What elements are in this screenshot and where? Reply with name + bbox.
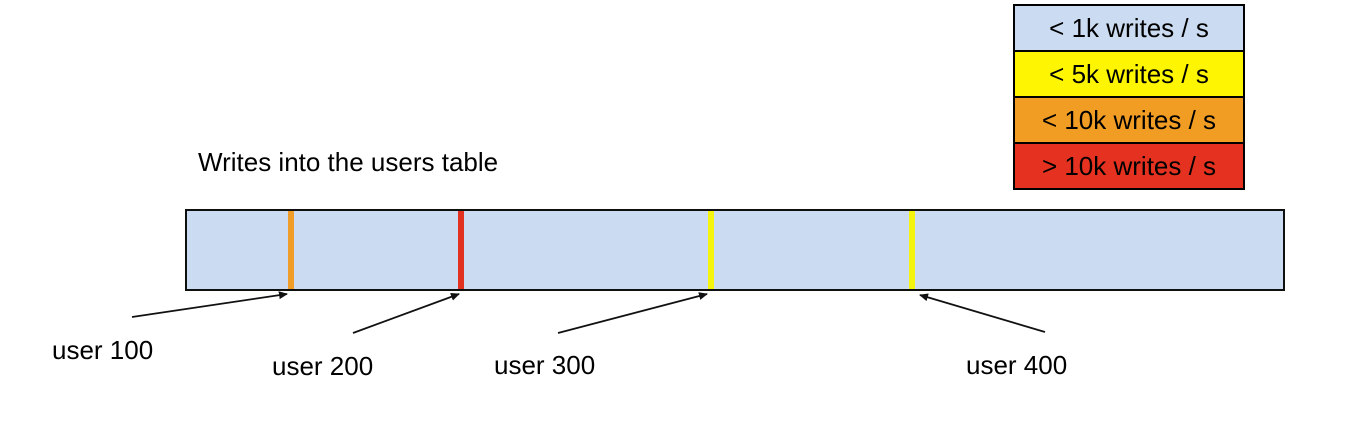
user-300-label: user 300	[494, 350, 596, 380]
legend-item-under-5k: < 5k writes / s	[1013, 50, 1245, 98]
legend-item-label: > 10k writes / s	[1041, 150, 1217, 181]
user-100-label: user 100	[52, 335, 154, 365]
legend: < 1k writes / s < 5k writes / s < 10k wr…	[1013, 4, 1245, 190]
arrow-user-400	[919, 293, 1046, 333]
legend-item-under-1k: < 1k writes / s	[1013, 4, 1245, 52]
hotspot-tick-user-300	[708, 211, 714, 289]
user-400-label: user 400	[966, 350, 1068, 380]
legend-item-over-10k: > 10k writes / s	[1013, 142, 1245, 190]
legend-item-under-10k: < 10k writes / s	[1013, 96, 1245, 144]
legend-item-label: < 5k writes / s	[1049, 58, 1209, 89]
arrow-user-100	[131, 291, 288, 318]
arrow-user-300	[557, 292, 708, 334]
hotspot-tick-user-100	[288, 211, 294, 289]
hotspot-tick-user-400	[909, 211, 915, 289]
diagram-title: Writes into the users table	[198, 147, 499, 177]
legend-item-label: < 1k writes / s	[1049, 12, 1209, 43]
users-table-bar	[185, 209, 1285, 291]
legend-item-label: < 10k writes / s	[1041, 104, 1217, 135]
hotspot-tick-user-200	[458, 211, 464, 289]
user-200-label: user 200	[272, 351, 374, 381]
arrow-user-200	[352, 293, 460, 334]
